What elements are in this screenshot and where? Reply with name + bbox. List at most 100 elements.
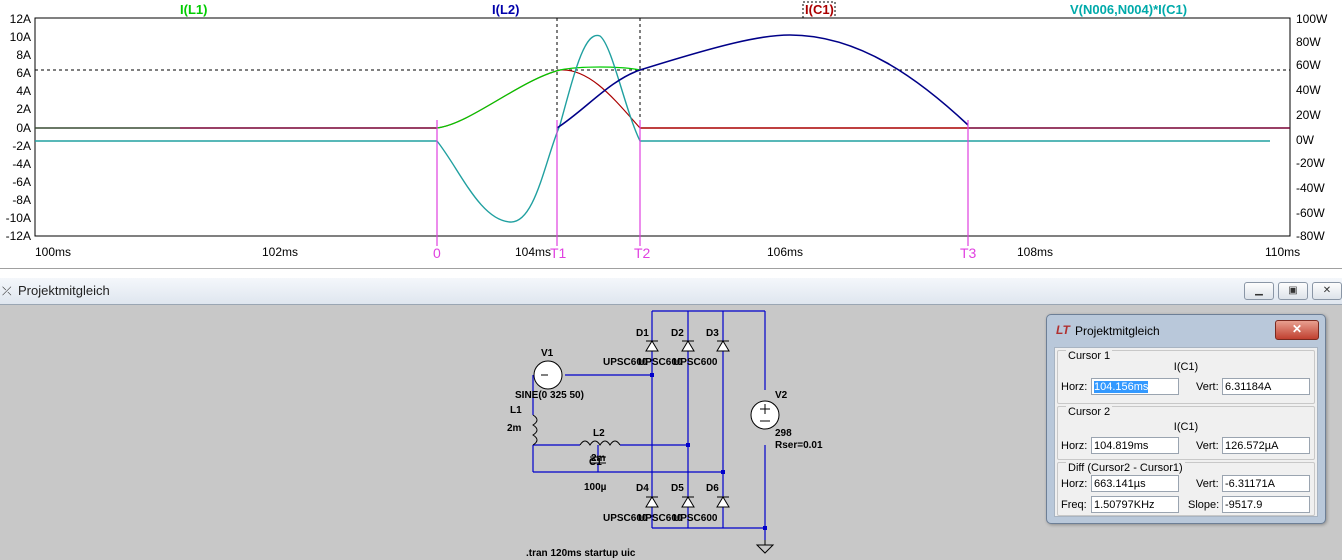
- ltspice-logo-icon: ⤫: [2, 284, 12, 298]
- v2-label[interactable]: V2: [775, 390, 788, 401]
- diff-horz-label: Horz:: [1061, 478, 1088, 490]
- cursor2-group: Cursor 2 I(C1) Horz: 104.819ms Vert: 126…: [1057, 406, 1315, 460]
- dialog-title: Projektmitgleich: [1075, 324, 1160, 338]
- y-left-tick: 12A: [10, 12, 31, 26]
- diff-slope-field[interactable]: -9517.9: [1222, 496, 1310, 513]
- waveform-plot[interactable]: I(L1) I(L2) I(C1) V(N006,N004)*I(C1) 12A…: [0, 0, 1342, 268]
- maximize-button[interactable]: ▣: [1278, 282, 1308, 300]
- x-tick: 108ms: [1017, 245, 1053, 259]
- l1-inductor-icon[interactable]: [532, 414, 538, 446]
- diff-vert-field[interactable]: -6.31171A: [1222, 475, 1310, 492]
- x-tick: 104ms: [515, 245, 551, 259]
- y-right-tick: -40W: [1296, 181, 1325, 195]
- pane-separator[interactable]: [0, 268, 1342, 279]
- d5-label[interactable]: D5: [671, 483, 684, 494]
- schematic-canvas[interactable]: V1 SINE(0 325 50) L1 2m L2 2m C1 100µ V2…: [0, 305, 1342, 560]
- schematic-titlebar[interactable]: ⤫ Projektmitgleich ▁ ▣ ✕: [0, 278, 1342, 305]
- d3-label[interactable]: D3: [706, 328, 719, 339]
- cursor2-horz-field[interactable]: 104.819ms: [1091, 437, 1179, 454]
- diff-freq-field[interactable]: 1.50797KHz: [1091, 496, 1179, 513]
- diodes[interactable]: [645, 340, 730, 508]
- time-markers: 0 T1 T2 T3: [433, 120, 977, 261]
- d2-model[interactable]: UPSC600: [638, 357, 683, 368]
- dialog-close-button[interactable]: ✕: [1275, 320, 1319, 340]
- y-left-tick: 6A: [16, 66, 31, 80]
- trace-label-il1[interactable]: I(L1): [180, 2, 207, 17]
- v2-value[interactable]: 298: [775, 428, 792, 439]
- d6-label[interactable]: D6: [706, 483, 719, 494]
- d5-diode-icon: [681, 496, 695, 508]
- y-right-tick: 100W: [1296, 12, 1328, 26]
- v1-label[interactable]: V1: [541, 348, 554, 359]
- d1-label[interactable]: D1: [636, 328, 649, 339]
- d6-diode-icon: [716, 496, 730, 508]
- x-tick: 100ms: [35, 245, 71, 259]
- y-right-tick: 40W: [1296, 83, 1321, 97]
- y-right-axis: 100W 80W 60W 40W 20W 0W -20W -40W -60W -…: [1296, 12, 1328, 243]
- waveform-plot-pane[interactable]: I(L1) I(L2) I(C1) V(N006,N004)*I(C1) 12A…: [0, 0, 1342, 268]
- spice-directive[interactable]: .tran 120ms startup uic: [526, 548, 636, 559]
- d4-model[interactable]: UPSC600: [603, 513, 648, 524]
- trace-label-il2[interactable]: I(L2): [492, 2, 519, 17]
- d6-model[interactable]: UPSC600: [673, 513, 718, 524]
- cursor-dialog[interactable]: LT Projektmitgleich ✕ Cursor 1 I(C1) Hor…: [1046, 314, 1326, 524]
- schematic-title: Projektmitgleich: [18, 283, 110, 298]
- junctions: [650, 373, 767, 530]
- minimize-button[interactable]: ▁: [1244, 282, 1274, 300]
- x-tick: 102ms: [262, 245, 298, 259]
- marker-label-t2: T2: [634, 245, 651, 261]
- cursor1-label: Cursor 1: [1066, 350, 1113, 362]
- diff-vert-label: Vert:: [1196, 478, 1219, 490]
- l2-inductor-icon[interactable]: [579, 440, 621, 446]
- close-window-button[interactable]: ✕: [1312, 282, 1342, 300]
- d2-label[interactable]: D2: [671, 328, 684, 339]
- diff-group: Diff (Cursor2 - Cursor1) Horz: 663.141µs…: [1057, 462, 1315, 516]
- l1-value[interactable]: 2m: [507, 423, 522, 434]
- y-left-tick: 4A: [16, 84, 31, 98]
- y-left-tick: -2A: [12, 139, 31, 153]
- cursor1-horz-field[interactable]: 104.156ms: [1091, 378, 1179, 395]
- cursor2-trace: I(C1): [1173, 421, 1199, 433]
- diff-label: Diff (Cursor2 - Cursor1): [1066, 462, 1185, 474]
- y-right-tick: -80W: [1296, 229, 1325, 243]
- c1-capacitor-icon[interactable]: [590, 456, 606, 464]
- ltspice-icon: LT: [1056, 323, 1070, 337]
- plot-frame: [34, 17, 1291, 237]
- trace-label-ic1[interactable]: I(C1): [805, 2, 834, 17]
- l2-label[interactable]: L2: [593, 428, 605, 439]
- cursor1-trace: I(C1): [1173, 361, 1199, 373]
- y-right-tick: -20W: [1296, 156, 1325, 170]
- cursor1-vert-field[interactable]: 6.31184A: [1222, 378, 1310, 395]
- cursor2-label: Cursor 2: [1066, 406, 1113, 418]
- d3-model[interactable]: UPSC600: [673, 357, 718, 368]
- d4-diode-icon: [645, 496, 659, 508]
- y-right-tick: 20W: [1296, 108, 1321, 122]
- trace-il1-pulse: [436, 66, 641, 129]
- d2-diode-icon: [681, 340, 695, 352]
- d5-model[interactable]: UPSC600: [638, 513, 683, 524]
- y-left-tick: 2A: [16, 102, 31, 116]
- diff-horz-field[interactable]: 663.141µs: [1091, 475, 1179, 492]
- v2-rser[interactable]: Rser=0.01: [775, 440, 823, 451]
- y-left-tick: -10A: [6, 211, 31, 225]
- y-right-tick: 60W: [1296, 58, 1321, 72]
- c1-value[interactable]: 100µ: [584, 482, 607, 493]
- cursor2-vert-field[interactable]: 126.572µA: [1222, 437, 1310, 454]
- y-right-tick: 80W: [1296, 35, 1321, 49]
- trace-label-power[interactable]: V(N006,N004)*I(C1): [1070, 2, 1187, 17]
- l2-value[interactable]: 2m: [591, 453, 606, 464]
- x-tick: 106ms: [767, 245, 803, 259]
- l1-label[interactable]: L1: [510, 405, 522, 416]
- v1-value[interactable]: SINE(0 325 50): [515, 390, 584, 401]
- ground-icon: [755, 540, 775, 554]
- d1-model[interactable]: UPSC600: [603, 357, 648, 368]
- v2-source-icon[interactable]: [750, 400, 780, 430]
- y-left-tick: -4A: [12, 157, 31, 171]
- trace-il2-pulse: [556, 34, 969, 129]
- y-left-tick: 0A: [16, 121, 31, 135]
- y-left-tick: -8A: [12, 193, 31, 207]
- d4-label[interactable]: D4: [636, 483, 649, 494]
- y-left-tick: -6A: [12, 175, 31, 189]
- c1-label[interactable]: C1: [589, 457, 602, 468]
- cursor1-group: Cursor 1 I(C1) Horz: 104.156ms Vert: 6.3…: [1057, 350, 1315, 404]
